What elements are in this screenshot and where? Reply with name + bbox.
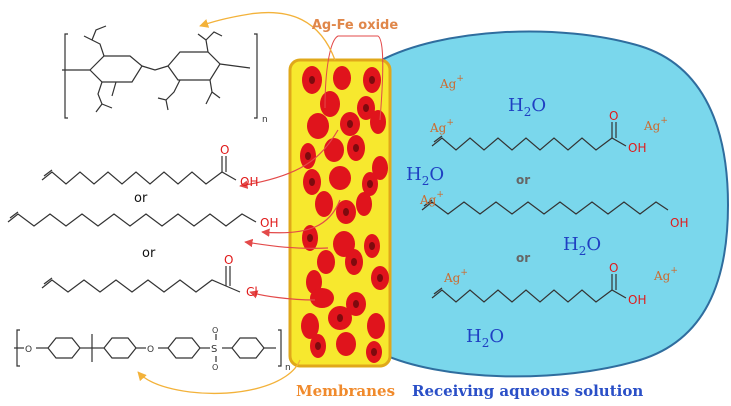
polysulfone-structure: [14, 329, 282, 367]
solution-undecenoic-acid-structure: [431, 122, 627, 151]
arrow-to-cellulose-acetate: [199, 11, 336, 61]
oxide-particle-core: [307, 234, 313, 242]
membranes-label: Membranes: [296, 382, 395, 400]
oxide-particle-core: [347, 120, 353, 128]
psf-ether-o-left: O: [25, 345, 32, 355]
solution-undecenoic-acid-structure-2: [431, 274, 627, 303]
oxide-particle: [324, 138, 344, 162]
acid-hydroxyl-label: OH: [240, 175, 258, 189]
oxide-particle: [329, 166, 351, 190]
psf-sulfone-s: S: [211, 344, 217, 355]
oxide-particle-core: [369, 76, 375, 84]
silver-ion-5: Ag+: [443, 268, 468, 285]
oxide-particle: [333, 66, 351, 90]
oxide-particle: [370, 110, 386, 134]
chloride-oxygen-label: O: [224, 253, 233, 267]
psf-ether-o-mid: O: [147, 345, 154, 355]
oxide-particle-core: [353, 300, 359, 308]
alcohol-hydroxyl-label: OH: [260, 216, 278, 230]
red-arrows: [239, 129, 341, 301]
oxide-particle-core: [353, 144, 359, 152]
separator-or-2: or: [142, 246, 156, 261]
oxide-particle: [333, 231, 355, 257]
solution-acid-hydroxyl-2: OH: [628, 293, 646, 307]
solution-separator-or-2: or: [516, 251, 530, 265]
acid-oxygen-label: O: [220, 143, 229, 157]
solution-separator-or-1: or: [516, 173, 530, 187]
silver-ion-6: Ag+: [653, 266, 678, 283]
oxide-particle-core: [377, 274, 383, 282]
ag-fe-oxide-callout: [324, 35, 384, 121]
oxide-particle-core: [343, 208, 349, 216]
arrow-to-polysulfone: [137, 359, 301, 395]
oxide-particle-core: [337, 314, 343, 322]
ag-fe-oxide-particles: [300, 66, 389, 363]
water-label-3: H2O: [563, 234, 601, 258]
undecenol-structure: [7, 211, 257, 227]
arrow-to-undecenoyl-chloride: [244, 238, 329, 249]
oxide-particle-core: [371, 348, 377, 356]
solution-undecenol-structure: [421, 199, 669, 215]
oxide-particle-core: [309, 76, 315, 84]
oxide-particle: [301, 313, 319, 339]
water-label-2: H2O: [406, 164, 444, 188]
oxide-particle-core: [363, 104, 369, 112]
chloride-cl-label: Cl: [246, 285, 258, 299]
psf-repeat-subscript: n: [285, 363, 291, 373]
oxide-particle-core: [351, 258, 357, 266]
solution-acid-oxygen-1: O: [609, 109, 618, 123]
cellulose-acetate-structure: [62, 25, 258, 119]
oxide-particle-core: [369, 242, 375, 250]
oxide-particle: [372, 156, 388, 180]
oxide-particle-core: [315, 342, 321, 350]
arrow-to-chloride-chain: [249, 290, 316, 301]
aqueous-solution-region: [377, 30, 730, 378]
oxide-particle: [320, 91, 340, 117]
undecenoic-acid-structure: [41, 156, 237, 185]
oxide-particle: [367, 313, 385, 339]
psf-sulfone-o-top: O: [212, 326, 218, 335]
oxide-particle: [310, 288, 334, 308]
oxide-particle-core: [367, 180, 373, 188]
solution-acid-hydroxyl-1: OH: [628, 141, 646, 155]
oxide-particle: [315, 191, 333, 217]
silver-ion-3: Ag+: [643, 116, 668, 133]
oxide-particle-core: [309, 178, 315, 186]
arrow-to-undecenoic-acid: [239, 129, 339, 189]
silver-ion-4: Ag+: [419, 190, 444, 207]
oxide-particle-core: [305, 152, 311, 160]
oxide-particle: [336, 332, 356, 356]
psf-sulfone-o-bottom: O: [212, 363, 218, 372]
oxide-particle: [317, 250, 335, 274]
silver-ion-1: Ag+: [439, 74, 464, 91]
oxide-particle: [306, 270, 322, 294]
arrow-to-undecenol: [261, 199, 341, 237]
water-label-4: H2O: [466, 326, 504, 350]
oxide-particle: [307, 113, 329, 139]
separator-or-1: or: [134, 191, 148, 206]
ag-fe-oxide-label: Ag-Fe oxide: [312, 18, 399, 33]
solution-acid-oxygen-2: O: [609, 261, 618, 275]
water-label-1: H2O: [508, 95, 546, 119]
cellulose-repeat-subscript: n: [262, 115, 268, 125]
undecenoyl-chloride-structure: [41, 266, 241, 293]
receiving-solution-label: Receiving aqueous solution: [412, 382, 643, 400]
silver-ion-2: Ag+: [429, 118, 454, 135]
solution-alcohol-hydroxyl: OH: [670, 216, 688, 230]
oxide-particle: [356, 192, 372, 216]
